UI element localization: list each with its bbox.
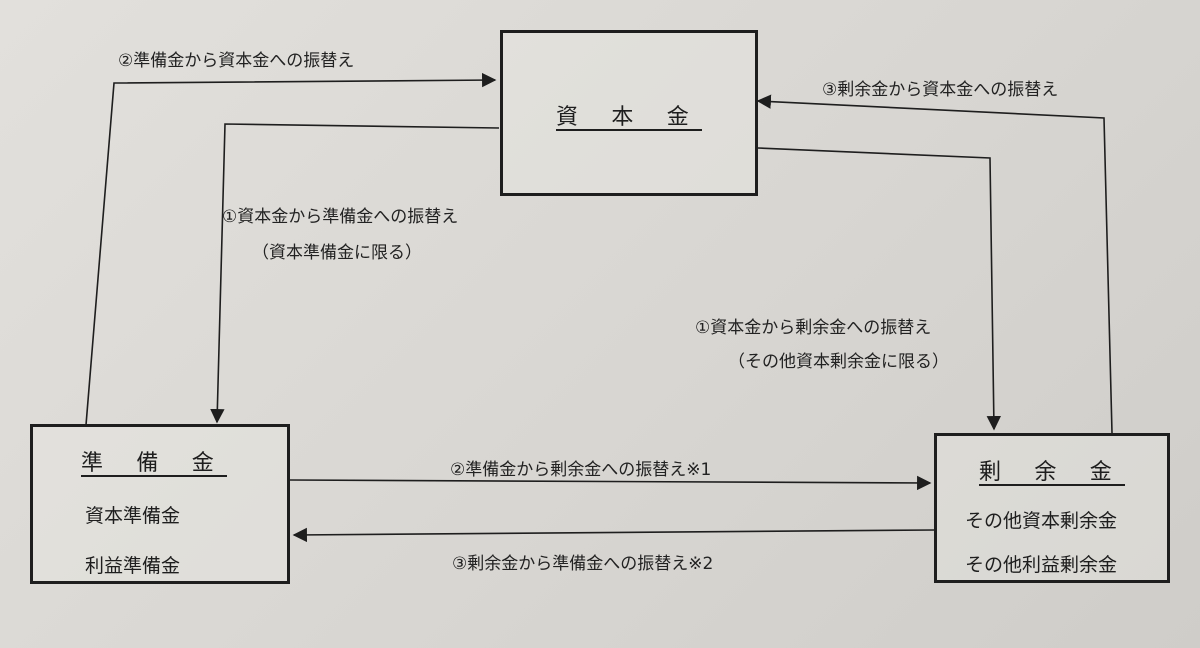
label-reserve-to-capital: ②準備金から資本金への振替え <box>118 51 355 71</box>
arrow-capital-to-surplus <box>757 147 1002 431</box>
label-capital-to-reserve: ①資本金から準備金への振替え <box>222 207 459 227</box>
capital-box: 資 本 金 <box>500 30 758 196</box>
label-reserve-to-surplus: ②準備金から剰余金への振替え※1 <box>450 460 712 480</box>
label-capital-to-reserve-note: （資本準備金に限る） <box>252 243 422 263</box>
reserve-item-capital-reserve: 資本準備金 <box>85 505 181 527</box>
surplus-item-other-earned-surplus: その他利益剰余金 <box>965 554 1118 576</box>
arrow-surplus-to-capital <box>756 94 1113 434</box>
capital-title: 資 本 金 <box>556 105 702 130</box>
label-capital-to-surplus: ①資本金から剰余金への振替え <box>695 318 932 338</box>
reserve-box: 準 備 金 資本準備金 利益準備金 <box>30 424 290 584</box>
surplus-box: 剰 余 金 その他資本剰余金 その他利益剰余金 <box>934 433 1170 583</box>
surplus-title: 剰 余 金 <box>979 460 1125 485</box>
reserve-title: 準 備 金 <box>81 451 227 476</box>
label-surplus-to-reserve: ③剰余金から準備金への振替え※2 <box>452 554 714 574</box>
arrow-reserve-to-surplus <box>289 475 932 491</box>
arrow-reserve-to-capital <box>85 72 497 426</box>
arrow-surplus-to-reserve <box>292 527 935 543</box>
label-surplus-to-capital: ③剰余金から資本金への振替え <box>822 80 1059 100</box>
reserve-item-earned-reserve: 利益準備金 <box>85 555 181 577</box>
label-capital-to-surplus-note: （その他資本剰余金に限る） <box>728 352 949 372</box>
surplus-item-other-capital-surplus: その他資本剰余金 <box>965 510 1118 532</box>
arrow-capital-to-reserve <box>210 123 500 424</box>
